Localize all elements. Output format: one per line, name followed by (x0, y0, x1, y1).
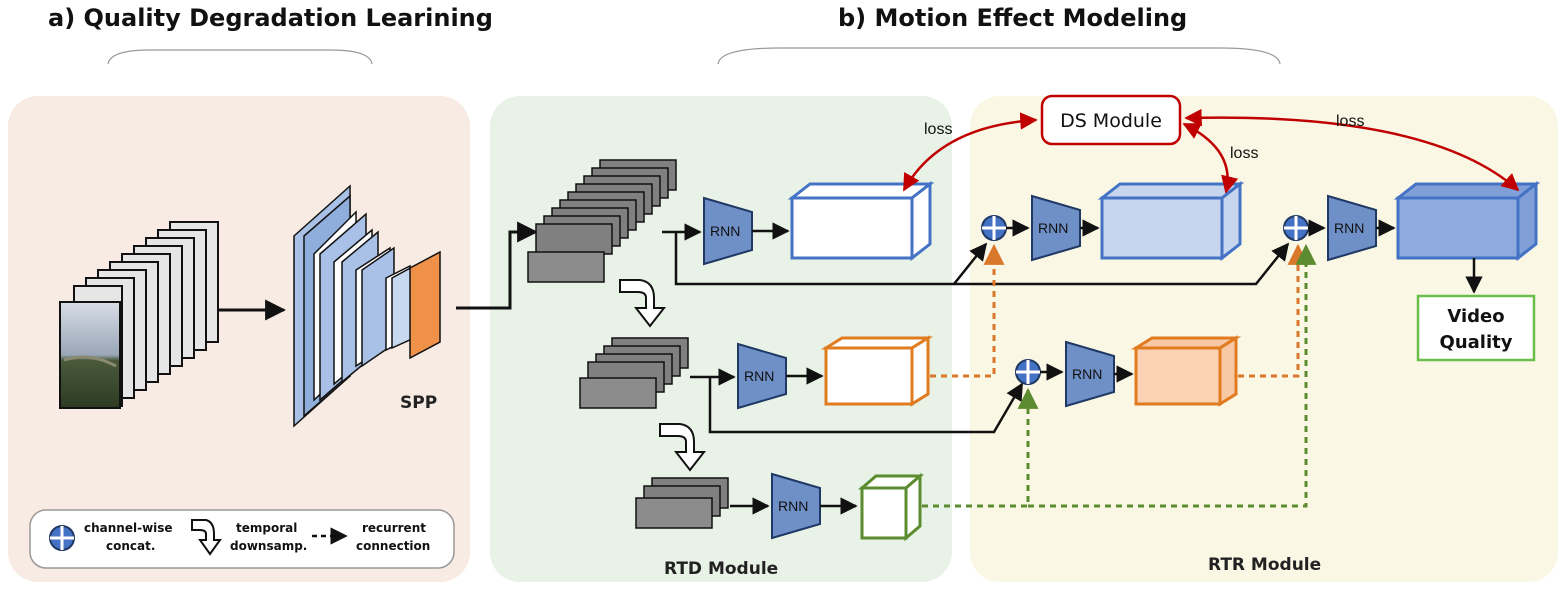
skip-connection-top (674, 232, 988, 286)
concat-icon-rtr-1 (981, 215, 1007, 241)
rtr-module-label: RTR Module (1208, 555, 1321, 575)
video-quality-line1: Video (1447, 306, 1504, 327)
rnn-label-rtr-1: RNN (1038, 220, 1068, 236)
ds-module-box (1040, 94, 1182, 146)
cube-orange-filled (1130, 335, 1242, 407)
legend-concat-line1: channel-wise (84, 521, 173, 535)
rnn-label-rtd-3: RNN (778, 498, 808, 514)
arrow-cnn-to-rtd (456, 221, 539, 310)
ds-module-label: DS Module (1060, 110, 1162, 132)
brace-b (717, 47, 1281, 65)
loss-label-3: loss (1336, 113, 1364, 130)
loss-label-1: loss (924, 121, 952, 138)
legend-recurrent-line1: recurrent (362, 521, 426, 535)
concat-icon-rtr-2 (1283, 215, 1309, 241)
legend-concat-icon (49, 525, 75, 551)
temporal-downsample-icon-1 (619, 279, 667, 328)
feature-stack-middle (579, 337, 689, 409)
rnn-label-rtr-2: RNN (1334, 220, 1364, 236)
legend-temporal-icon (191, 519, 222, 556)
rnn-label-rtd-2: RNN (744, 368, 774, 384)
rtd-module-label: RTD Module (664, 559, 778, 579)
video-quality-box (1416, 294, 1536, 362)
recurrent-green-1 (922, 387, 1039, 508)
rnn-rtd-3 (771, 472, 821, 540)
title-a: a) Quality Degradation Learining (48, 4, 493, 32)
legend-concat-line2: concat. (106, 539, 155, 553)
rnn-rtr-1 (1031, 194, 1081, 262)
legend-temporal-line1: temporal (236, 521, 297, 535)
rnn-rtd-2 (737, 342, 787, 410)
legend-temporal-line2: downsamp. (230, 539, 307, 553)
spp-label: SPP (400, 393, 437, 413)
title-b: b) Motion Effect Modeling (838, 4, 1187, 32)
brace-a (107, 49, 373, 65)
loss-arrow-3 (1184, 108, 1520, 192)
loss-label-2: loss (1230, 145, 1258, 162)
skip-connection-middle (708, 377, 1024, 434)
feature-stack-bottom (635, 477, 729, 529)
recurrent-orange-2 (1238, 243, 1309, 378)
feature-stack-top (527, 159, 677, 283)
cube-blue-light (1097, 180, 1245, 262)
recurrent-green-2 (1028, 243, 1317, 508)
frame-stack (59, 221, 219, 409)
loss-arrow-1 (902, 112, 1038, 192)
cube-blue-empty (787, 180, 935, 262)
cnn-blocks (293, 184, 441, 428)
temporal-downsample-icon-2 (659, 423, 707, 472)
skip-connection-top-2 (954, 242, 1290, 286)
concat-icon-rtr-3 (1015, 359, 1041, 385)
cube-blue-filled (1393, 180, 1541, 262)
cube-green-empty (857, 472, 925, 542)
rnn-label-rtr-3: RNN (1072, 366, 1102, 382)
video-frame-image (59, 301, 121, 409)
spp-layer (409, 250, 441, 360)
cube-orange-empty (820, 335, 934, 407)
rnn-label-rtd-1: RNN (710, 223, 740, 239)
rnn-rtr-2 (1327, 194, 1377, 262)
legend-recurrent-line2: connection (356, 539, 430, 553)
video-quality-line2: Quality (1440, 332, 1513, 353)
rnn-rtd-1 (703, 196, 753, 266)
rnn-rtr-3 (1065, 340, 1115, 408)
legend-box (29, 509, 455, 569)
